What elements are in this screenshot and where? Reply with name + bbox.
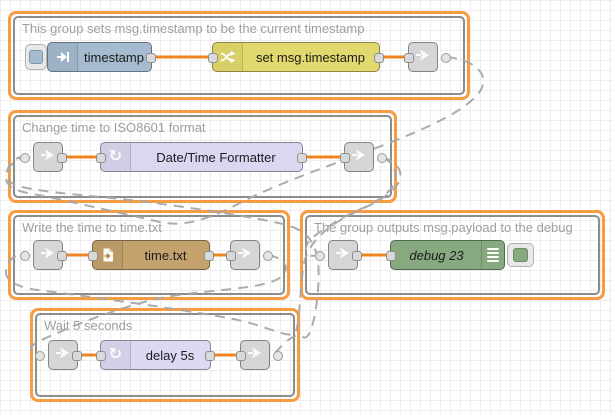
link-arrow-icon	[335, 245, 351, 265]
clock-icon: ↻	[101, 143, 131, 171]
link-arrow-icon	[415, 47, 431, 67]
group-label: This group sets msg.timestamp to be the …	[22, 21, 365, 36]
link-out-node-file[interactable]	[226, 240, 273, 270]
link-arrow-icon	[40, 147, 56, 167]
input-port[interactable]	[226, 251, 236, 261]
link-wire-timestamp-to-format[interactable]	[4, 56, 485, 225]
link-in-node-delay[interactable]	[35, 340, 82, 370]
output-port[interactable]	[204, 251, 214, 261]
clock-icon: ↻	[101, 341, 131, 369]
link-in-node-format[interactable]	[20, 142, 67, 172]
debug-node[interactable]: debug 23	[386, 240, 505, 270]
file-write-node[interactable]: time.txt	[88, 240, 214, 270]
file-out-icon	[93, 241, 123, 269]
link-in-node-file[interactable]	[20, 240, 67, 270]
debug-toggle-inner	[513, 248, 528, 262]
output-port[interactable]	[57, 153, 67, 163]
shuffle-icon	[213, 43, 243, 71]
inject-node[interactable]: timestamp	[47, 42, 156, 72]
datetime-formatter-node[interactable]: ↻ Date/Time Formatter	[96, 142, 307, 172]
group-label: Change time to ISO8601 format	[22, 120, 206, 135]
inject-arrow-icon	[48, 43, 78, 71]
output-port[interactable]	[297, 153, 307, 163]
node-label: debug 23	[409, 247, 464, 263]
link-port[interactable]	[20, 153, 30, 163]
group-label: The group outputs msg.payload to the deb…	[314, 220, 573, 235]
link-arrow-icon	[55, 345, 71, 365]
input-port[interactable]	[208, 53, 218, 63]
node-label: timestamp	[84, 49, 144, 65]
input-port[interactable]	[88, 251, 98, 261]
node-label: Date/Time Formatter	[156, 149, 276, 165]
link-arrow-icon	[40, 245, 56, 265]
input-port[interactable]	[96, 153, 106, 163]
link-port[interactable]	[315, 251, 325, 261]
group-iso8601-format[interactable]: Change time to ISO8601 format	[8, 110, 397, 203]
output-port[interactable]	[205, 351, 215, 361]
output-port[interactable]	[72, 351, 82, 361]
inject-button-inner	[29, 50, 43, 64]
change-node[interactable]: set msg.timestamp	[208, 42, 384, 72]
group-inner-border: This group sets msg.timestamp to be the …	[13, 16, 465, 95]
link-in-node-debug[interactable]	[315, 240, 362, 270]
link-port[interactable]	[20, 251, 30, 261]
link-arrow-icon	[247, 345, 263, 365]
input-port[interactable]	[404, 53, 414, 63]
link-arrow-icon	[237, 245, 253, 265]
output-port[interactable]	[146, 53, 156, 63]
link-out-node-format[interactable]	[340, 142, 387, 172]
node-label: set msg.timestamp	[255, 49, 366, 65]
link-arrow-icon	[351, 147, 367, 167]
group-inner-border: Write the time to time.txt	[13, 215, 285, 295]
group-set-timestamp[interactable]: This group sets msg.timestamp to be the …	[8, 11, 470, 100]
node-label: delay 5s	[145, 347, 195, 363]
group-debug-output[interactable]: The group outputs msg.payload to the deb…	[300, 210, 605, 300]
output-port[interactable]	[352, 251, 362, 261]
link-port[interactable]	[263, 251, 273, 261]
output-port[interactable]	[57, 251, 67, 261]
delay-node[interactable]: ↻ delay 5s	[96, 340, 215, 370]
link-port[interactable]	[35, 351, 45, 361]
link-wire-wait-to-format[interactable]	[6, 157, 320, 354]
link-out-node-timestamp[interactable]	[404, 42, 451, 72]
debug-toggle-button[interactable]	[507, 243, 534, 267]
link-out-node-delay[interactable]	[236, 340, 283, 370]
input-port[interactable]	[236, 351, 246, 361]
input-port[interactable]	[340, 153, 350, 163]
link-wire-file-to-wait[interactable]	[29, 254, 287, 357]
link-port[interactable]	[441, 53, 451, 63]
debug-list-icon	[481, 241, 504, 269]
group-write-file[interactable]: Write the time to time.txt	[8, 210, 290, 300]
link-wire-format-to-debug[interactable]	[304, 156, 397, 257]
input-port[interactable]	[96, 351, 106, 361]
group-label: Write the time to time.txt	[22, 220, 162, 235]
inject-button[interactable]	[25, 44, 47, 70]
node-label: time.txt	[144, 247, 187, 263]
input-port[interactable]	[386, 251, 396, 261]
output-port[interactable]	[374, 53, 384, 63]
group-inner-border: Change time to ISO8601 format	[13, 115, 392, 198]
link-port[interactable]	[377, 153, 387, 163]
link-port[interactable]	[273, 351, 283, 361]
